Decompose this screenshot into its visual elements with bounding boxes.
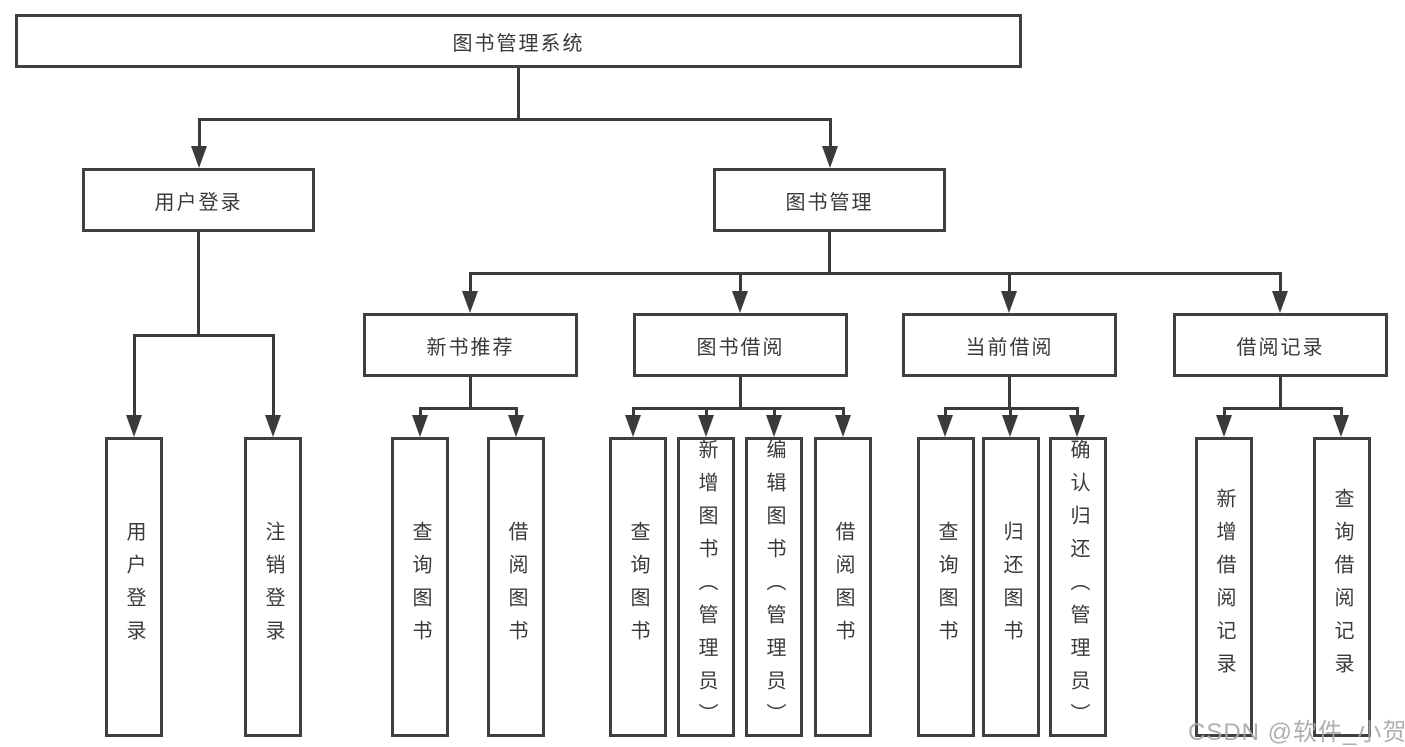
connector-user-login-stem <box>197 232 200 337</box>
connector-book-borrow-split <box>632 407 845 410</box>
node-user-login-label: 用户登录 <box>154 191 243 214</box>
connector-recommend-stem <box>469 377 472 410</box>
node-borrow-records: 借阅记录 <box>1173 313 1388 377</box>
arrowhead-leaf-borrow-2 <box>835 415 851 437</box>
node-root: 图书管理系统 <box>15 14 1022 68</box>
connector-to-borrow-records <box>1279 272 1282 297</box>
leaf-add-borrow-record: 新增借阅记录 <box>1195 437 1253 737</box>
leaf-query-books-borrow: 查询图书 <box>609 437 667 737</box>
connector-borrow-records-split <box>1223 407 1343 410</box>
arrowhead-leaf-edit-books <box>766 415 782 437</box>
leaf-logout-label: 注销登录 <box>262 521 284 653</box>
leaf-borrow-books-label: 借阅图书 <box>832 521 854 653</box>
arrowhead-leaf-query-3 <box>937 415 953 437</box>
node-new-book-recommend: 新书推荐 <box>363 313 578 377</box>
connector-to-leaf-confirm-return <box>1076 407 1079 421</box>
node-current-borrow-label: 当前借阅 <box>965 336 1054 359</box>
connector-book-management-stem <box>828 232 831 275</box>
node-root-label: 图书管理系统 <box>452 32 585 55</box>
arrowhead-current-borrow <box>1001 291 1017 313</box>
connector-to-leaf-edit-books <box>773 407 776 421</box>
leaf-edit-books-admin-label: 编辑图书（管理员） <box>763 438 785 736</box>
leaf-query-books-borrow-label: 查询图书 <box>627 521 649 653</box>
leaf-confirm-return-admin: 确认归还（管理员） <box>1049 437 1107 737</box>
connector-to-leaf-borrow-1 <box>515 407 518 421</box>
leaf-add-books-admin: 新增图书（管理员） <box>677 437 735 737</box>
leaf-user-login-label: 用户登录 <box>123 521 145 653</box>
leaf-return-books: 归还图书 <box>982 437 1040 737</box>
connector-root-stem <box>517 68 520 121</box>
connector-to-leaf-query-2 <box>632 407 635 421</box>
arrowhead-leaf-user-login <box>126 415 142 437</box>
connector-to-user-login <box>198 118 201 154</box>
leaf-confirm-return-admin-label: 确认归还（管理员） <box>1067 438 1089 736</box>
node-book-borrow: 图书借阅 <box>633 313 848 377</box>
connector-book-borrow-stem <box>739 377 742 410</box>
watermark: CSDN @软件_小贺同学 <box>1188 719 1405 746</box>
arrowhead-leaf-query-1 <box>412 415 428 437</box>
connector-to-leaf-query-3 <box>944 407 947 421</box>
arrowhead-leaf-add-books <box>698 415 714 437</box>
arrowhead-recommend <box>462 291 478 313</box>
arrowhead-user-login <box>191 146 207 168</box>
connector-borrow-records-stem <box>1279 377 1282 410</box>
connector-to-leaf-borrow-2 <box>842 407 845 421</box>
connector-to-leaf-user-login <box>133 334 136 424</box>
connector-root-split <box>198 118 832 121</box>
arrowhead-leaf-logout <box>265 415 281 437</box>
leaf-logout: 注销登录 <box>244 437 302 737</box>
leaf-query-borrow-record-label: 查询借阅记录 <box>1331 488 1353 686</box>
connector-to-recommend <box>469 272 472 297</box>
leaf-edit-books-admin: 编辑图书（管理员） <box>745 437 803 737</box>
leaf-query-borrow-record: 查询借阅记录 <box>1313 437 1371 737</box>
leaf-query-books-current: 查询图书 <box>917 437 975 737</box>
connector-to-book-management <box>829 118 832 154</box>
arrowhead-leaf-add-record <box>1216 415 1232 437</box>
connector-to-leaf-query-1 <box>419 407 422 421</box>
node-new-book-recommend-label: 新书推荐 <box>426 336 515 359</box>
arrowhead-book-management <box>822 146 838 168</box>
arrowhead-leaf-borrow-1 <box>508 415 524 437</box>
leaf-query-books-recommend-label: 查询图书 <box>409 521 431 653</box>
connector-current-borrow-stem <box>1008 377 1011 410</box>
connector-book-management-split <box>469 272 1282 275</box>
connector-to-leaf-logout <box>272 334 275 424</box>
node-book-borrow-label: 图书借阅 <box>696 336 785 359</box>
arrowhead-leaf-confirm-return <box>1069 415 1085 437</box>
leaf-add-borrow-record-label: 新增借阅记录 <box>1213 488 1235 686</box>
connector-user-login-split <box>133 334 275 337</box>
node-book-management: 图书管理 <box>713 168 946 232</box>
node-borrow-records-label: 借阅记录 <box>1236 336 1325 359</box>
leaf-add-books-admin-label: 新增图书（管理员） <box>695 438 717 736</box>
arrowhead-book-borrow <box>732 291 748 313</box>
leaf-return-books-label: 归还图书 <box>1000 521 1022 653</box>
leaf-user-login: 用户登录 <box>105 437 163 737</box>
connector-to-leaf-query-record <box>1340 407 1343 421</box>
leaf-query-books-recommend: 查询图书 <box>391 437 449 737</box>
connector-to-leaf-add-record <box>1223 407 1226 421</box>
arrowhead-leaf-return <box>1002 415 1018 437</box>
connector-to-current-borrow <box>1008 272 1011 297</box>
connector-to-leaf-add-books <box>705 407 708 421</box>
leaf-query-books-current-label: 查询图书 <box>935 521 957 653</box>
leaf-borrow-books: 借阅图书 <box>814 437 872 737</box>
connector-recommend-split <box>419 407 518 410</box>
connector-to-book-borrow <box>739 272 742 297</box>
leaf-borrow-books-recommend: 借阅图书 <box>487 437 545 737</box>
node-current-borrow: 当前借阅 <box>902 313 1117 377</box>
connector-to-leaf-return <box>1009 407 1012 421</box>
node-book-management-label: 图书管理 <box>785 191 874 214</box>
arrowhead-borrow-records <box>1272 291 1288 313</box>
leaf-borrow-books-recommend-label: 借阅图书 <box>505 521 527 653</box>
arrowhead-leaf-query-record <box>1333 415 1349 437</box>
arrowhead-leaf-query-2 <box>625 415 641 437</box>
node-user-login: 用户登录 <box>82 168 315 232</box>
